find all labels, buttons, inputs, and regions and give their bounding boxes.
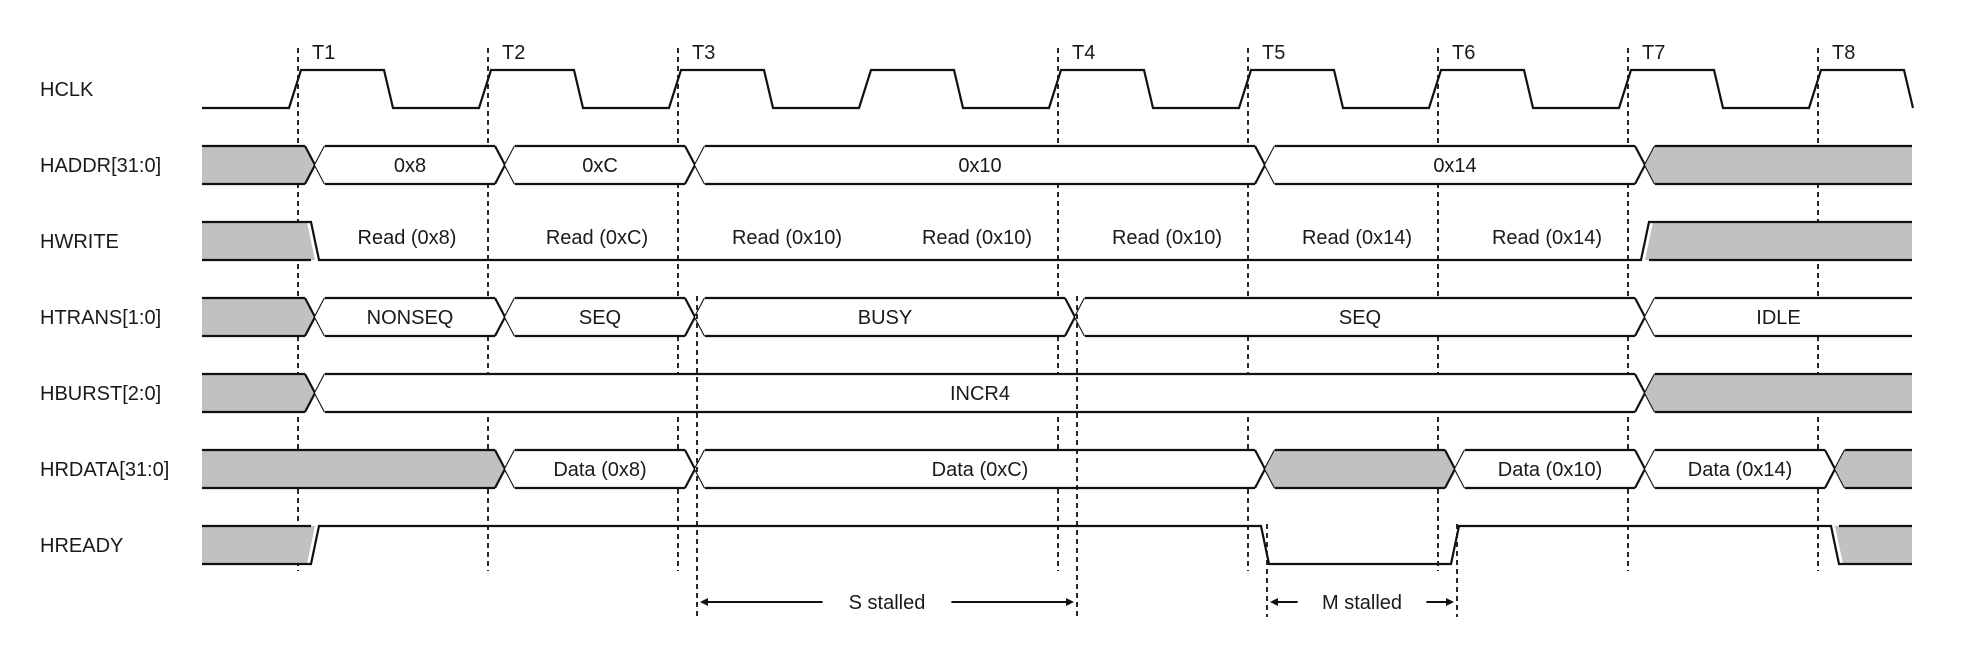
edge-label-t2: T2: [502, 42, 525, 64]
bus-value-label: Data (0xC): [932, 459, 1029, 481]
bus-value-region: [695, 450, 1265, 488]
bus-value-label: Data (0x14): [1688, 459, 1793, 481]
bus-value-label: Data (0x10): [1498, 459, 1603, 481]
undefined-region: [1645, 374, 1912, 412]
waveform-hburst-2-0: INCR4: [202, 372, 1912, 414]
stall-annotations: S stalled M stalled: [696, 296, 1458, 617]
bus-value-region: [505, 298, 695, 336]
arrowhead-right-icon: [1066, 598, 1074, 606]
bus-value-label: SEQ: [1339, 307, 1381, 329]
bus-value-region: [1645, 450, 1835, 488]
bus-value-region: [695, 298, 1075, 336]
hwrite-annotation: Read (0x14): [1302, 227, 1412, 249]
bus-value-region: [1455, 450, 1645, 488]
clock-waveform: [202, 68, 1915, 110]
undefined-region: [1835, 526, 1912, 564]
hwrite-annotation: Read (0x10): [732, 227, 842, 249]
undefined-region: [1265, 450, 1455, 488]
waveform-hrdata-31-0: Data (0x8) Data (0xC) Data (0x10) Data (0x1…: [202, 448, 1912, 490]
bus-value-label: 0x14: [1433, 155, 1476, 177]
signal-label-hrdata-31-0: HRDATA[31:0]: [40, 459, 169, 481]
signal-label-hclk: HCLK: [40, 79, 94, 101]
signal-label-hready: HREADY: [40, 535, 123, 557]
edge-label-t3: T3: [692, 42, 715, 64]
undefined-region: [202, 146, 315, 184]
bus-value-label: 0xC: [582, 155, 618, 177]
bus-value-label: Data (0x8): [553, 459, 646, 481]
edge-label-t8: T8: [1832, 42, 1855, 64]
bus-value-label: INCR4: [950, 383, 1010, 405]
edge-label-t4: T4: [1072, 42, 1095, 64]
undefined-region: [202, 222, 315, 260]
undefined-region: [202, 526, 315, 564]
signal-labels: HCLK HADDR[31:0] HWRITE HTRANS[1:0] HBURST[2…: [40, 79, 169, 557]
stall-label: M stalled: [1322, 592, 1402, 614]
bus-value-label: 0x10: [958, 155, 1001, 177]
bus-value-region: [505, 146, 695, 184]
bus-value-region: [1075, 298, 1645, 336]
edge-label-t7: T7: [1642, 42, 1665, 64]
hwrite-annotation: Read (0xC): [546, 227, 648, 249]
bus-value-label: IDLE: [1756, 307, 1800, 329]
bus-value-label: SEQ: [579, 307, 621, 329]
undefined-region: [1645, 222, 1912, 260]
arrowhead-left-icon: [700, 598, 708, 606]
edge-label-t5: T5: [1262, 42, 1285, 64]
bus-value-region: [315, 298, 505, 336]
bus-value-region: [695, 146, 1265, 184]
bus-value-label: 0x8: [394, 155, 426, 177]
undefined-region: [1645, 146, 1912, 184]
undefined-region: [202, 450, 505, 488]
bus-value-region: [1265, 146, 1645, 184]
bus-value-region: [315, 374, 1645, 412]
signal-label-hburst-2-0: HBURST[2:0]: [40, 383, 161, 405]
stall-label: S stalled: [849, 592, 926, 614]
bus-value-label: BUSY: [858, 307, 912, 329]
waveform-hwrite: Read (0x8) Read (0xC) Read (0x10) Read (0x1…: [202, 220, 1912, 262]
waveform-hclk: [202, 68, 1915, 110]
bus-value-region: [315, 146, 505, 184]
undefined-region: [1835, 450, 1912, 488]
edge-label-t1: T1: [312, 42, 335, 64]
signal-label-haddr-31-0: HADDR[31:0]: [40, 155, 161, 177]
bit-waveform: [202, 524, 1912, 566]
bus-value-label: NONSEQ: [367, 307, 454, 329]
signal-label-hwrite: HWRITE: [40, 231, 119, 253]
bus-value-region: [505, 450, 695, 488]
hwrite-annotation: Read (0x8): [358, 227, 457, 249]
signal-label-htrans-1-0: HTRANS[1:0]: [40, 307, 161, 329]
hwrite-annotation: Read (0x10): [1112, 227, 1222, 249]
waveform-htrans-1-0: NONSEQ SEQ BUSY SEQ IDLE: [202, 296, 1912, 338]
stall-annotation-s-stalled: S stalled: [696, 296, 1078, 617]
undefined-region: [202, 374, 315, 412]
waveform-haddr-31-0: 0x8 0xC 0x10 0x14: [202, 144, 1912, 186]
edge-label-t6: T6: [1452, 42, 1475, 64]
stall-annotation-m-stalled: M stalled: [1266, 524, 1458, 617]
hwrite-annotation: Read (0x10): [922, 227, 1032, 249]
bit-waveform: [202, 220, 1912, 262]
waveform-hready: [202, 524, 1912, 566]
arrowhead-left-icon: [1270, 598, 1278, 606]
arrowhead-right-icon: [1446, 598, 1454, 606]
undefined-region: [202, 298, 315, 336]
hwrite-annotation: Read (0x14): [1492, 227, 1602, 249]
bus-value-region: [1645, 298, 1912, 336]
